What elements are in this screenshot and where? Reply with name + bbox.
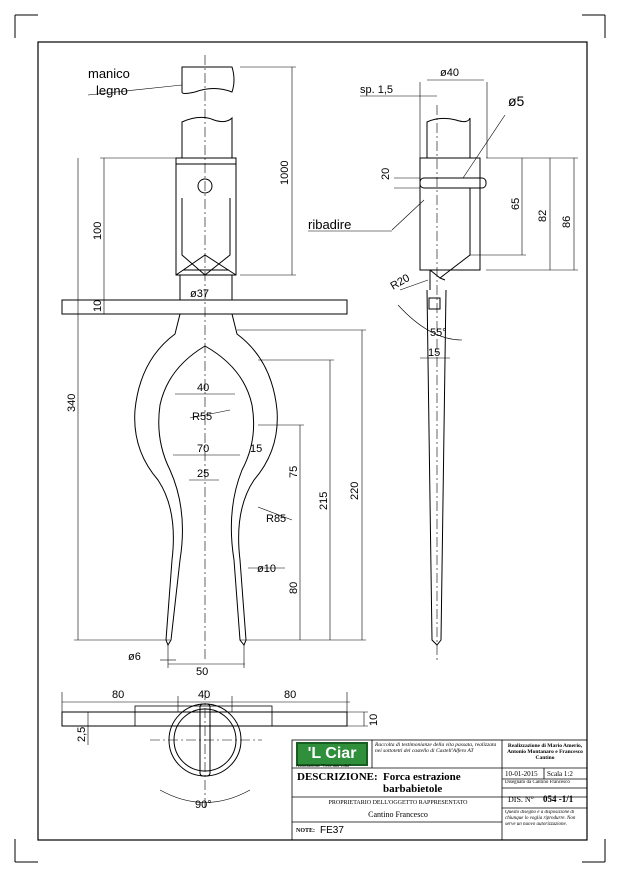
- dim-10-top: 10: [368, 714, 380, 726]
- dim-40-top: 40: [198, 689, 210, 701]
- dim-215: 215: [318, 492, 330, 510]
- handle-label-1: manico: [88, 66, 130, 81]
- description-line-1: Forca estrazione: [383, 771, 461, 783]
- dim-75: 75: [288, 466, 300, 478]
- dim-10-neck: 10: [92, 300, 104, 312]
- dim-2-5: 2,5: [76, 727, 88, 742]
- collection-text: Raccolta di testimonianze della vita pas…: [375, 742, 497, 754]
- thickness-label: sp. 1,5: [360, 84, 393, 96]
- reproduction-notice: Questo disegno è a disposizione di chiun…: [505, 810, 576, 827]
- association-subtitle: Associazione "Cera una volta": [296, 763, 352, 768]
- dim-340: 340: [66, 394, 78, 412]
- rivet-label: ribadire: [308, 217, 351, 232]
- dim-15-tine: 15: [250, 443, 262, 455]
- angle-55: 55°: [430, 327, 447, 339]
- owner-name: Cantino Francesco: [368, 810, 428, 819]
- dim-80-tine: 80: [288, 582, 300, 594]
- dim-40-gap: 40: [197, 382, 209, 394]
- dim-82: 82: [537, 210, 549, 222]
- dim-80-left: 80: [112, 689, 124, 701]
- dim-70: 70: [197, 443, 209, 455]
- dim-r55: R55: [192, 411, 212, 423]
- dim-25: 25: [197, 468, 209, 480]
- corner-mark: [14, 14, 606, 863]
- dim-1000: 1000: [279, 161, 291, 185]
- side-view: [308, 79, 578, 660]
- description-line-2: barbabietole: [383, 783, 443, 795]
- dim-220: 220: [349, 482, 361, 500]
- note-value: FE37: [320, 825, 344, 836]
- drawing-number-label: DIS. N°: [508, 795, 534, 804]
- owner-label: PROPRIETARIO DELL'OGGETTO RAPPRESENTATO: [328, 800, 468, 806]
- dim-r85: R85: [266, 513, 286, 525]
- dim-5-diameter: ø5: [508, 93, 525, 109]
- drawing-number: 054 -1/1: [543, 794, 574, 804]
- scale-value: Scala 1:2: [547, 770, 573, 778]
- dim-50: 50: [196, 666, 208, 678]
- title-block-grid: [291, 739, 588, 841]
- credits-text: Realizzazione di Mario Amerio, Antonio M…: [507, 743, 583, 761]
- note-label: NOTE:: [296, 828, 316, 834]
- dim-10-tip: ø10: [257, 563, 276, 575]
- dim-37: ø37: [190, 288, 209, 300]
- handle-label-2: legno: [96, 83, 128, 98]
- front-view: [61, 55, 366, 668]
- angle-90: 90°: [195, 799, 212, 811]
- dim-80-right: 80: [284, 689, 296, 701]
- dim-6: ø6: [128, 651, 141, 663]
- date-value: 10-01-2015: [505, 770, 538, 778]
- dim-15-side: 15: [428, 347, 440, 359]
- description-label: DESCRIZIONE:: [297, 771, 378, 783]
- association-logo: 'L Ciar: [296, 742, 368, 766]
- drawn-by: Disegnato da Cantino Francesco: [505, 780, 570, 785]
- dim-40-diameter: ø40: [440, 67, 459, 79]
- dim-65: 65: [510, 198, 522, 210]
- dim-100: 100: [92, 222, 104, 240]
- top-view: [61, 690, 368, 810]
- dim-20: 20: [380, 168, 392, 180]
- dim-86: 86: [561, 216, 573, 228]
